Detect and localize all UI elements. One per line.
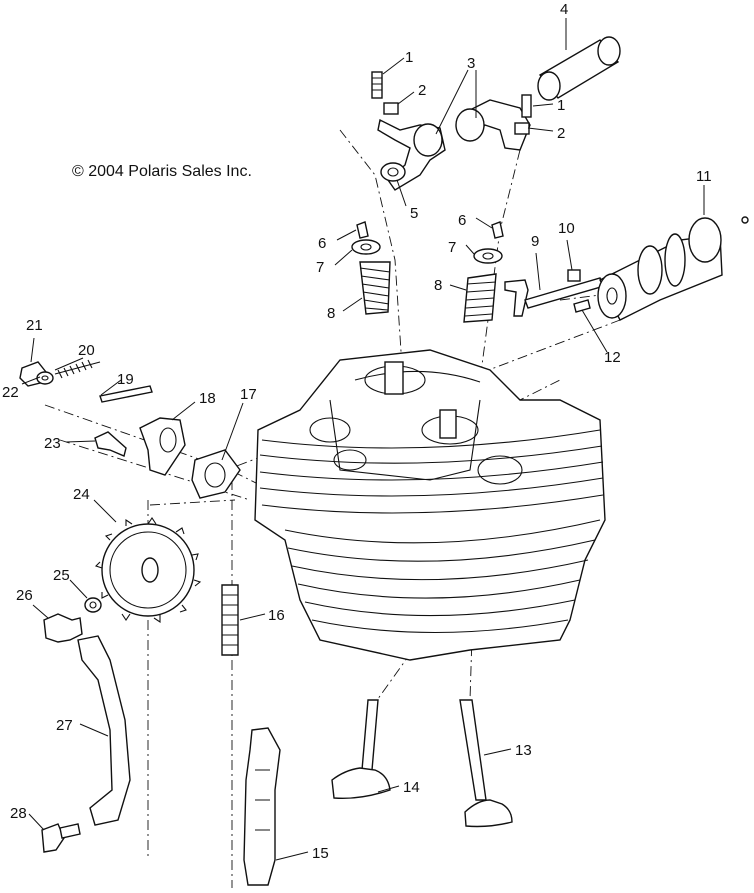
locknut-right: [514, 122, 530, 135]
copyright-notice: © 2004 Polaris Sales Inc.: [72, 163, 252, 180]
valve-spring-left: [359, 261, 391, 315]
rocker-arm-left: [377, 118, 446, 191]
callout-label: 23: [44, 435, 61, 452]
spring-retainer-right: [473, 248, 503, 264]
callout-label: 5: [410, 205, 418, 222]
locknut-left: [383, 102, 399, 115]
leader-lines: [21, 18, 705, 861]
callout-label: 17: [240, 386, 257, 403]
callout-label: 7: [448, 239, 456, 256]
callout-label: 12: [604, 349, 621, 366]
exhaust-valve: [459, 699, 513, 828]
callout-label: 13: [515, 742, 532, 759]
callout-label: 18: [199, 390, 216, 407]
callout-label: 14: [403, 779, 420, 796]
callout-label: 27: [56, 717, 73, 734]
tensioner-gasket: [191, 449, 241, 499]
sprocket-washer: [84, 597, 102, 613]
thrust-washer: [380, 162, 406, 182]
callout-label: 4: [560, 1, 568, 18]
tensioner-bolt: [94, 431, 127, 457]
chain-guide: [243, 727, 281, 886]
callout-label: 1: [405, 49, 413, 66]
chain-tensioner-blade: [77, 635, 131, 826]
callout-label: 11: [696, 168, 712, 185]
callout-label: 6: [458, 212, 466, 229]
adjuster-screw-left: [371, 71, 383, 99]
decompressor-spring: [567, 269, 581, 282]
callout-label: 8: [434, 277, 442, 294]
callout-label: 3: [467, 55, 475, 72]
rocker-shaft: [537, 36, 621, 101]
callout-label: 2: [418, 82, 426, 99]
callout-label: 6: [318, 235, 326, 252]
cam-chain-tensioner: [139, 417, 186, 476]
cylinder-head: [254, 349, 606, 661]
valve-keeper-right: [491, 221, 504, 239]
tensioner-plunger: [99, 385, 153, 403]
callout-label: 26: [16, 587, 33, 604]
callout-label: 21: [26, 317, 43, 334]
callout-label: 16: [268, 607, 285, 624]
callout-label: 20: [78, 342, 95, 359]
callout-label: 15: [312, 845, 329, 862]
callout-label: 19: [117, 371, 134, 388]
sealing-washer: [36, 371, 54, 385]
dowel-pin: [573, 299, 591, 313]
cam-sprocket: [94, 517, 202, 624]
decompressor-lever: [504, 277, 606, 317]
valve-keeper-left: [356, 221, 369, 239]
callout-label: 25: [53, 567, 70, 584]
callout-label: 8: [327, 305, 335, 322]
intake-valve: [331, 699, 391, 800]
adjuster-screw-right: [521, 94, 532, 118]
blade-pivot-bolt: [41, 823, 81, 853]
callout-label: 10: [558, 220, 575, 237]
callout-label: 28: [10, 805, 27, 822]
callout-labels: 1 2 3 4 1 2 5 6 7 8 6 7 8 9 10 11 12 21 …: [2, 1, 712, 862]
camshaft: [597, 216, 749, 321]
tensioner-spring: [54, 359, 101, 379]
sprocket-bolt: [43, 613, 83, 643]
callout-label: 24: [73, 486, 90, 503]
callout-label: 9: [531, 233, 539, 250]
callout-label: 7: [316, 259, 324, 276]
callout-label: 22: [2, 384, 19, 401]
spring-retainer-left: [351, 239, 381, 255]
valve-spring-right: [463, 273, 497, 323]
callout-label: 1: [557, 97, 565, 114]
cam-chain: [221, 584, 239, 656]
callout-label: 2: [557, 125, 565, 142]
